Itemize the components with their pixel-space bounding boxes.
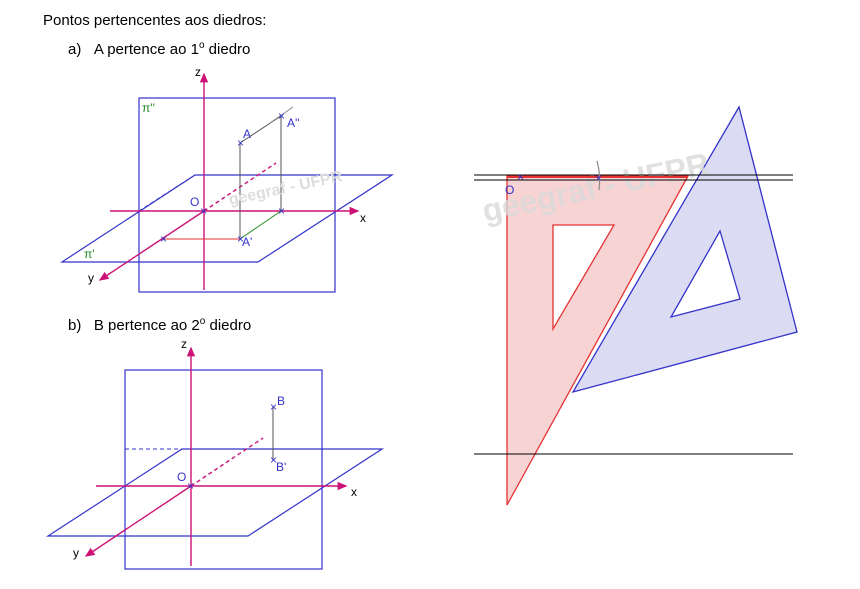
label-point-b: B bbox=[277, 394, 285, 408]
label-x-a: x bbox=[360, 211, 366, 225]
label-y-b: y bbox=[73, 546, 79, 560]
subheading-b-text: B pertence ao 2 bbox=[93, 317, 200, 334]
horizontal-plane-a bbox=[59, 174, 395, 263]
subheading-a-suffix: diedro bbox=[204, 41, 251, 58]
point-b-mark: × bbox=[270, 400, 277, 414]
vertical-plane-a bbox=[138, 97, 336, 293]
subheading-b-letter: b) bbox=[68, 317, 82, 334]
subheading-b-sup: o bbox=[199, 316, 206, 327]
point-a-mark: × bbox=[237, 136, 244, 150]
point-a2-mark: × bbox=[278, 109, 285, 123]
blue-set-square bbox=[571, 105, 798, 394]
subheading-a-letter: a) bbox=[68, 41, 82, 58]
compass-arc bbox=[596, 160, 601, 191]
origin-b-mark: × bbox=[187, 479, 194, 493]
label-z-b: z bbox=[181, 337, 187, 351]
label-plane-h-a: π' bbox=[84, 247, 95, 261]
origin-a-mark: × bbox=[200, 204, 207, 218]
pink-set-square-hole bbox=[552, 224, 616, 332]
label-proj-b: B' bbox=[276, 460, 286, 474]
label-x-b: x bbox=[351, 485, 357, 499]
label-z-a: z bbox=[195, 65, 201, 79]
diagram-a: geegraf - UFPR × × × × × × π'' π' O z x … bbox=[59, 65, 395, 293]
subheading-a-text: A pertence ao 1 bbox=[93, 41, 199, 58]
subheading-b: b) B pertence ao 2o diedro bbox=[68, 316, 251, 334]
label-origin-c: O bbox=[505, 183, 514, 197]
red-end-mark: × bbox=[160, 232, 167, 246]
arc-mark-a bbox=[269, 106, 294, 124]
point-b1-mark: × bbox=[270, 453, 277, 467]
horizontal-plane-b bbox=[45, 448, 385, 537]
subheading-a: a) A pertence ao 1o diedro bbox=[68, 40, 250, 58]
point-c2-mark: × bbox=[595, 171, 602, 185]
y-axis-a bbox=[98, 210, 205, 281]
subheading-b-suffix: diedro bbox=[205, 317, 252, 334]
label-origin-b: O bbox=[177, 470, 186, 484]
point-a1-mark: × bbox=[237, 232, 244, 246]
page-heading: Pontos pertencentes aos diedros: bbox=[43, 12, 267, 29]
green-line-a bbox=[239, 210, 282, 240]
y-axis-back-b bbox=[190, 437, 264, 487]
recall-foot-mark: × bbox=[278, 204, 285, 218]
diagram-c: geegraf - UFPR × × O bbox=[474, 105, 798, 506]
vertical-plane-b bbox=[124, 369, 323, 570]
label-proj-v-a: A'' bbox=[287, 116, 300, 130]
watermark-a: geegraf - UFPR bbox=[227, 168, 344, 209]
blue-set-square-hole bbox=[669, 229, 741, 319]
point-c1-mark: × bbox=[517, 170, 524, 184]
y-axis-b bbox=[84, 485, 192, 557]
subheading-a-sup: o bbox=[198, 40, 205, 51]
label-origin-a: O bbox=[190, 195, 199, 209]
label-proj-h-a: A' bbox=[242, 235, 252, 249]
diagram-b: × × × O z x y B B' bbox=[45, 337, 385, 570]
label-point-a: A bbox=[243, 127, 251, 141]
label-plane-v-a: π'' bbox=[142, 101, 155, 115]
label-y-a: y bbox=[88, 271, 94, 285]
